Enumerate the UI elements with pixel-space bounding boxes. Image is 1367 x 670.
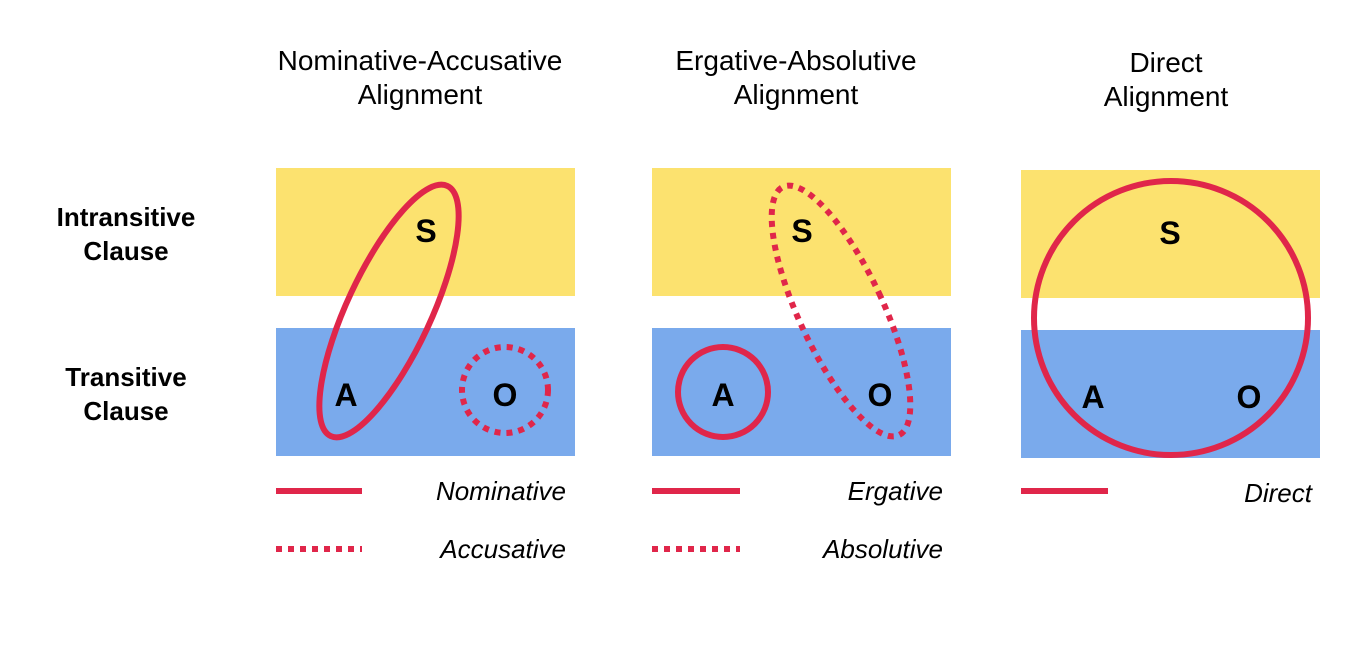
role-o: O [493,377,518,413]
absolutive-ellipse [768,182,914,440]
panel-title-line1: Ergative-Absolutive [675,45,916,76]
transitive-band [1021,330,1320,458]
legend-absolutive: Absolutive [821,534,943,564]
panel-ergative-absolutive: Ergative-Absolutive Alignment S A O Erga… [652,45,951,564]
intransitive-band [1021,170,1320,298]
direct-circle [1031,178,1311,458]
role-a: A [711,377,734,413]
panel-title-line1: Direct [1129,47,1202,78]
role-s: S [415,213,436,249]
legend-ergative: Ergative [848,476,943,506]
legend-direct: Direct [1244,478,1314,508]
role-a: A [334,377,357,413]
role-a: A [1081,379,1104,415]
row-label-transitive-line2: Clause [83,396,168,426]
legend-accusative: Accusative [438,534,566,564]
role-o: O [868,377,893,413]
panel-title-line2: Alignment [358,79,483,110]
row-label-intransitive-line1: Intransitive [57,202,196,232]
legend-nominative: Nominative [436,476,566,506]
transitive-band [652,328,951,456]
panel-nominative-accusative: Nominative-Accusative Alignment S A O No… [276,45,575,564]
panel-direct: Direct Alignment S A O Direct [1021,47,1320,508]
row-label-transitive-line1: Transitive [65,362,186,392]
row-label-intransitive-line2: Clause [83,236,168,266]
role-s: S [1159,215,1180,251]
panel-title-line2: Alignment [734,79,859,110]
accusative-circle [459,344,551,436]
role-s: S [791,213,812,249]
role-o: O [1237,379,1262,415]
ergative-circle [675,344,771,440]
panel-title-line2: Alignment [1104,81,1229,112]
nominative-ellipse [316,181,462,441]
panel-title-line1: Nominative-Accusative [278,45,563,76]
